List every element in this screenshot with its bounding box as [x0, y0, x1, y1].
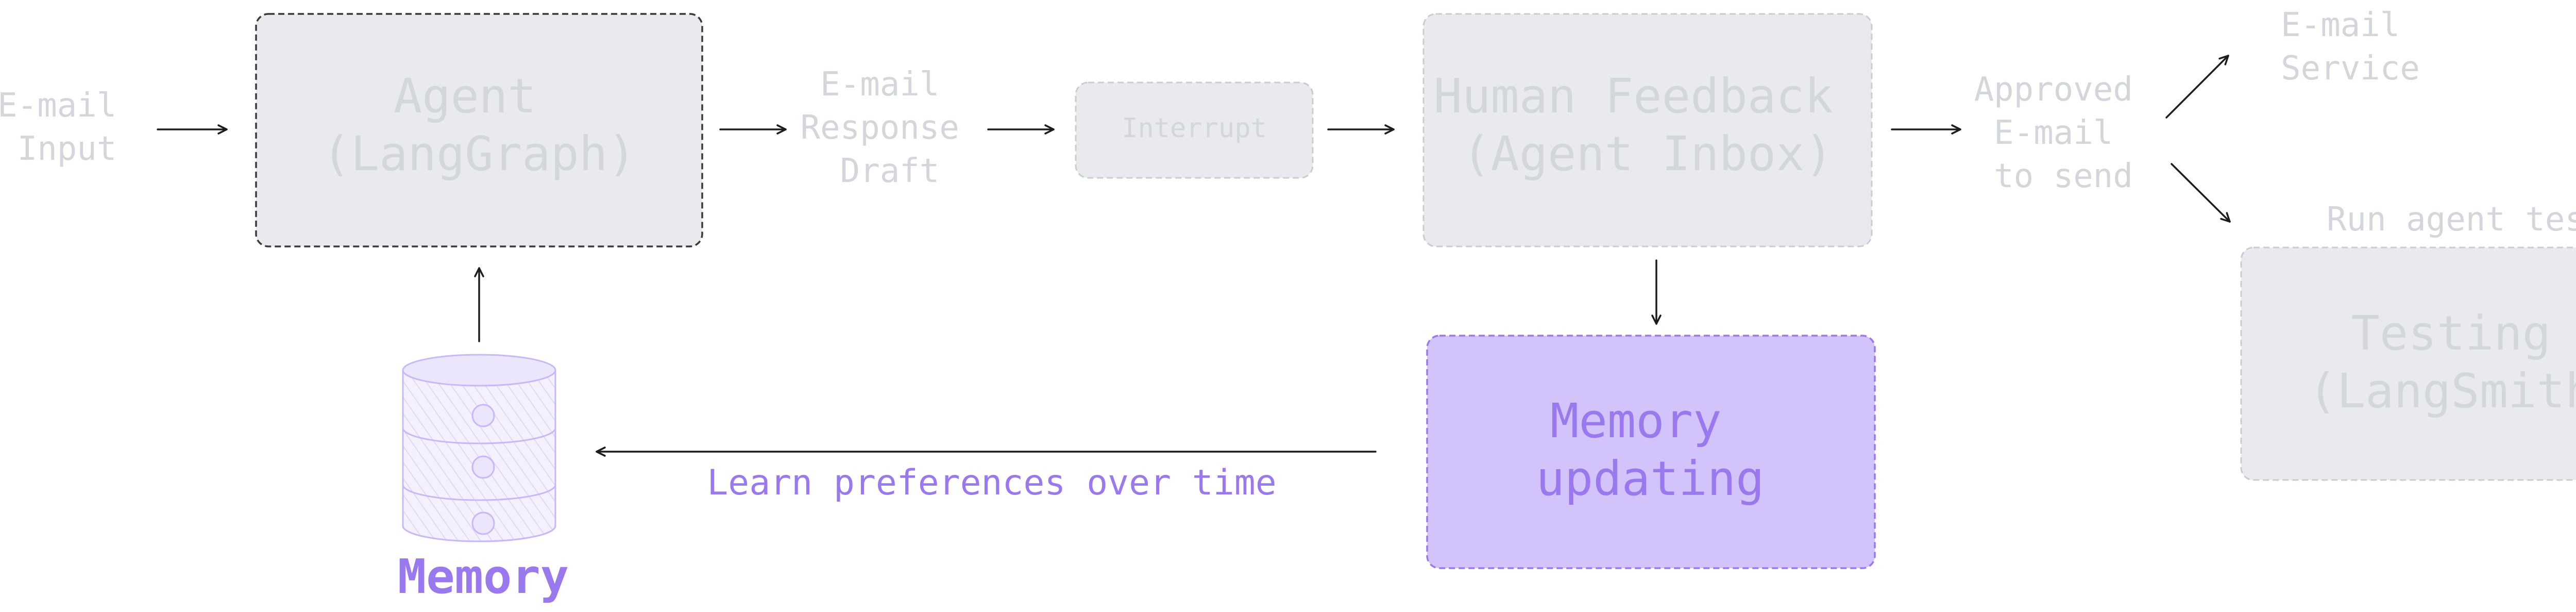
interrupt-box: [1075, 81, 1314, 179]
email-service-label: E-mail Service: [2281, 6, 2420, 88]
run-tests-label: Run agent tests: [2327, 201, 2576, 239]
memory-updating-label: Memory updating: [1536, 393, 1764, 506]
human-feedback-label: Human Feedback (Agent Inbox): [1434, 69, 1862, 181]
testing-label: Testing (LangSmith): [2308, 306, 2576, 419]
email-input-label: E-mail Input: [0, 87, 137, 168]
email-draft-label: E-mail Response Draft: [801, 65, 979, 190]
arrow-approved-to-service: [2165, 55, 2229, 119]
human-feedback-box: [1422, 13, 1873, 247]
memory-store-label: Memory: [398, 549, 569, 604]
testing-box: [2240, 246, 2576, 481]
learn-preferences-label: Learn preferences over time: [707, 462, 1276, 503]
arrow-approved-to-tests: [2171, 163, 2231, 223]
interrupt-label: Interrupt: [1122, 113, 1267, 144]
arrows: [157, 55, 2231, 457]
memory-updating-box: [1426, 335, 1876, 569]
approved-email-label: Approved E-mail to send: [1974, 71, 2153, 195]
database-cylinder-icon: [402, 354, 556, 542]
agent-box: [255, 13, 703, 247]
agent-label: Agent (LangGraph): [322, 69, 636, 181]
